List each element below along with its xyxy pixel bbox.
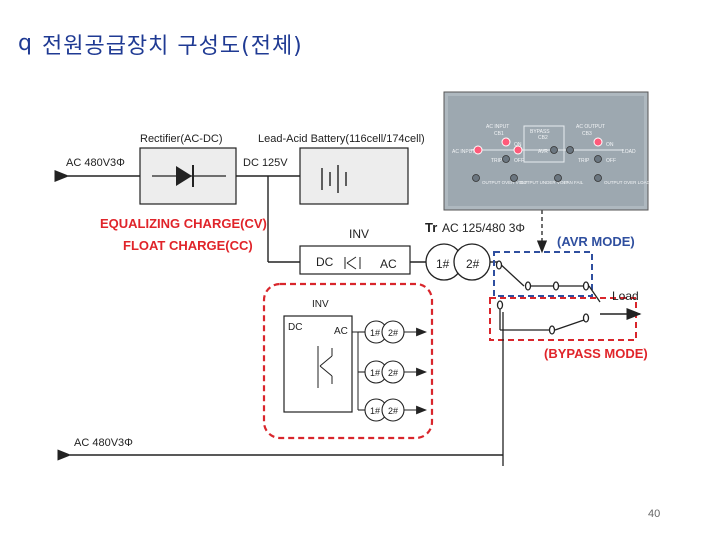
- panel-lamp-6: [511, 175, 518, 182]
- tr-label: Tr: [425, 220, 437, 235]
- tr-secondary-label: 2#: [466, 257, 480, 271]
- inset-t2-secondary: 2#: [388, 368, 398, 378]
- dc-bus-label: DC 125V: [243, 157, 288, 169]
- control-panel-photo: AC INPUT CB1 BYPASS CB2 AC OUTPUT CB3 AC…: [444, 92, 651, 210]
- inset-dc-label: DC: [288, 322, 302, 333]
- tr-primary-label: 1#: [436, 257, 450, 271]
- panel-fan-fail: FAN FAIL: [564, 180, 584, 185]
- panel-avr: AVR: [538, 149, 548, 155]
- panel-cb1: CB1: [494, 131, 504, 137]
- panel-ac-input-label: AC INPUT: [452, 149, 475, 155]
- rectifier-label: Rectifier(AC-DC): [140, 133, 223, 145]
- bypass-switch: [498, 301, 589, 334]
- panel-lamp-lit-3: [514, 146, 522, 154]
- panel-lamp-2: [551, 147, 558, 154]
- inv-dc-label: DC: [316, 255, 334, 269]
- panel-lamp-7: [555, 175, 562, 182]
- bypass-mode-box: [490, 298, 636, 340]
- panel-lamp-lit-4: [594, 138, 602, 146]
- panel-off: OFF: [514, 158, 524, 164]
- load-label: Load: [612, 289, 639, 303]
- panel-lamp-lit-2: [502, 138, 510, 146]
- panel-lamp-lit-1: [474, 146, 482, 154]
- panel-cb2: CB2: [538, 135, 548, 141]
- inset-t1-primary: 1#: [370, 328, 380, 338]
- inv-label: INV: [349, 227, 369, 241]
- panel-ac-input: AC INPUT: [486, 124, 509, 130]
- panel-trip: TRIP: [491, 158, 503, 164]
- panel-cb3: CB3: [582, 131, 592, 137]
- avr-switch: [497, 261, 589, 290]
- inv-ac-label: AC: [380, 257, 397, 271]
- panel-load: LOAD: [622, 149, 636, 155]
- inset-t2-primary: 1#: [370, 368, 380, 378]
- battery-label: Lead-Acid Battery(116cell/174cell): [258, 133, 425, 145]
- panel-output-under-volt: OUTPUT UNDER VOLT: [520, 180, 569, 185]
- panel-trip-2: TRIP: [578, 158, 590, 164]
- ac-input-label: AC 480V3Φ: [66, 157, 125, 169]
- inset-t3-primary: 1#: [370, 406, 380, 416]
- ac-bypass-label: AC 480V3Φ: [74, 437, 133, 449]
- inset-ac-label: AC: [334, 326, 348, 337]
- panel-on-2: ON: [606, 142, 614, 148]
- bypass-mode-label: (BYPASS MODE): [544, 346, 648, 361]
- inset-inv-label: INV: [312, 299, 329, 310]
- inset-t3-secondary: 2#: [388, 406, 398, 416]
- panel-lamp-5: [473, 175, 480, 182]
- battery-box: [300, 148, 408, 204]
- panel-off-2: OFF: [606, 158, 616, 164]
- float-label: FLOAT CHARGE(CC): [123, 238, 253, 253]
- equalizing-label: EQUALIZING CHARGE(CV): [100, 216, 267, 231]
- panel-ac-output: AC OUTPUT: [576, 124, 605, 130]
- panel-lamp-8: [595, 175, 602, 182]
- panel-lamp-1: [503, 156, 510, 163]
- page-number: 40: [648, 508, 660, 520]
- avr-mode-box: [494, 252, 592, 296]
- avr-mode-label: (AVR MODE): [557, 234, 635, 249]
- tr-spec-label: AC 125/480 3Φ: [442, 221, 525, 235]
- panel-output-over-load: OUTPUT OVER LOAD: [604, 180, 651, 185]
- panel-lamp-4: [595, 156, 602, 163]
- panel-lamp-3: [567, 147, 574, 154]
- inset-t1-secondary: 2#: [388, 328, 398, 338]
- avr-to-load-line: [589, 286, 600, 302]
